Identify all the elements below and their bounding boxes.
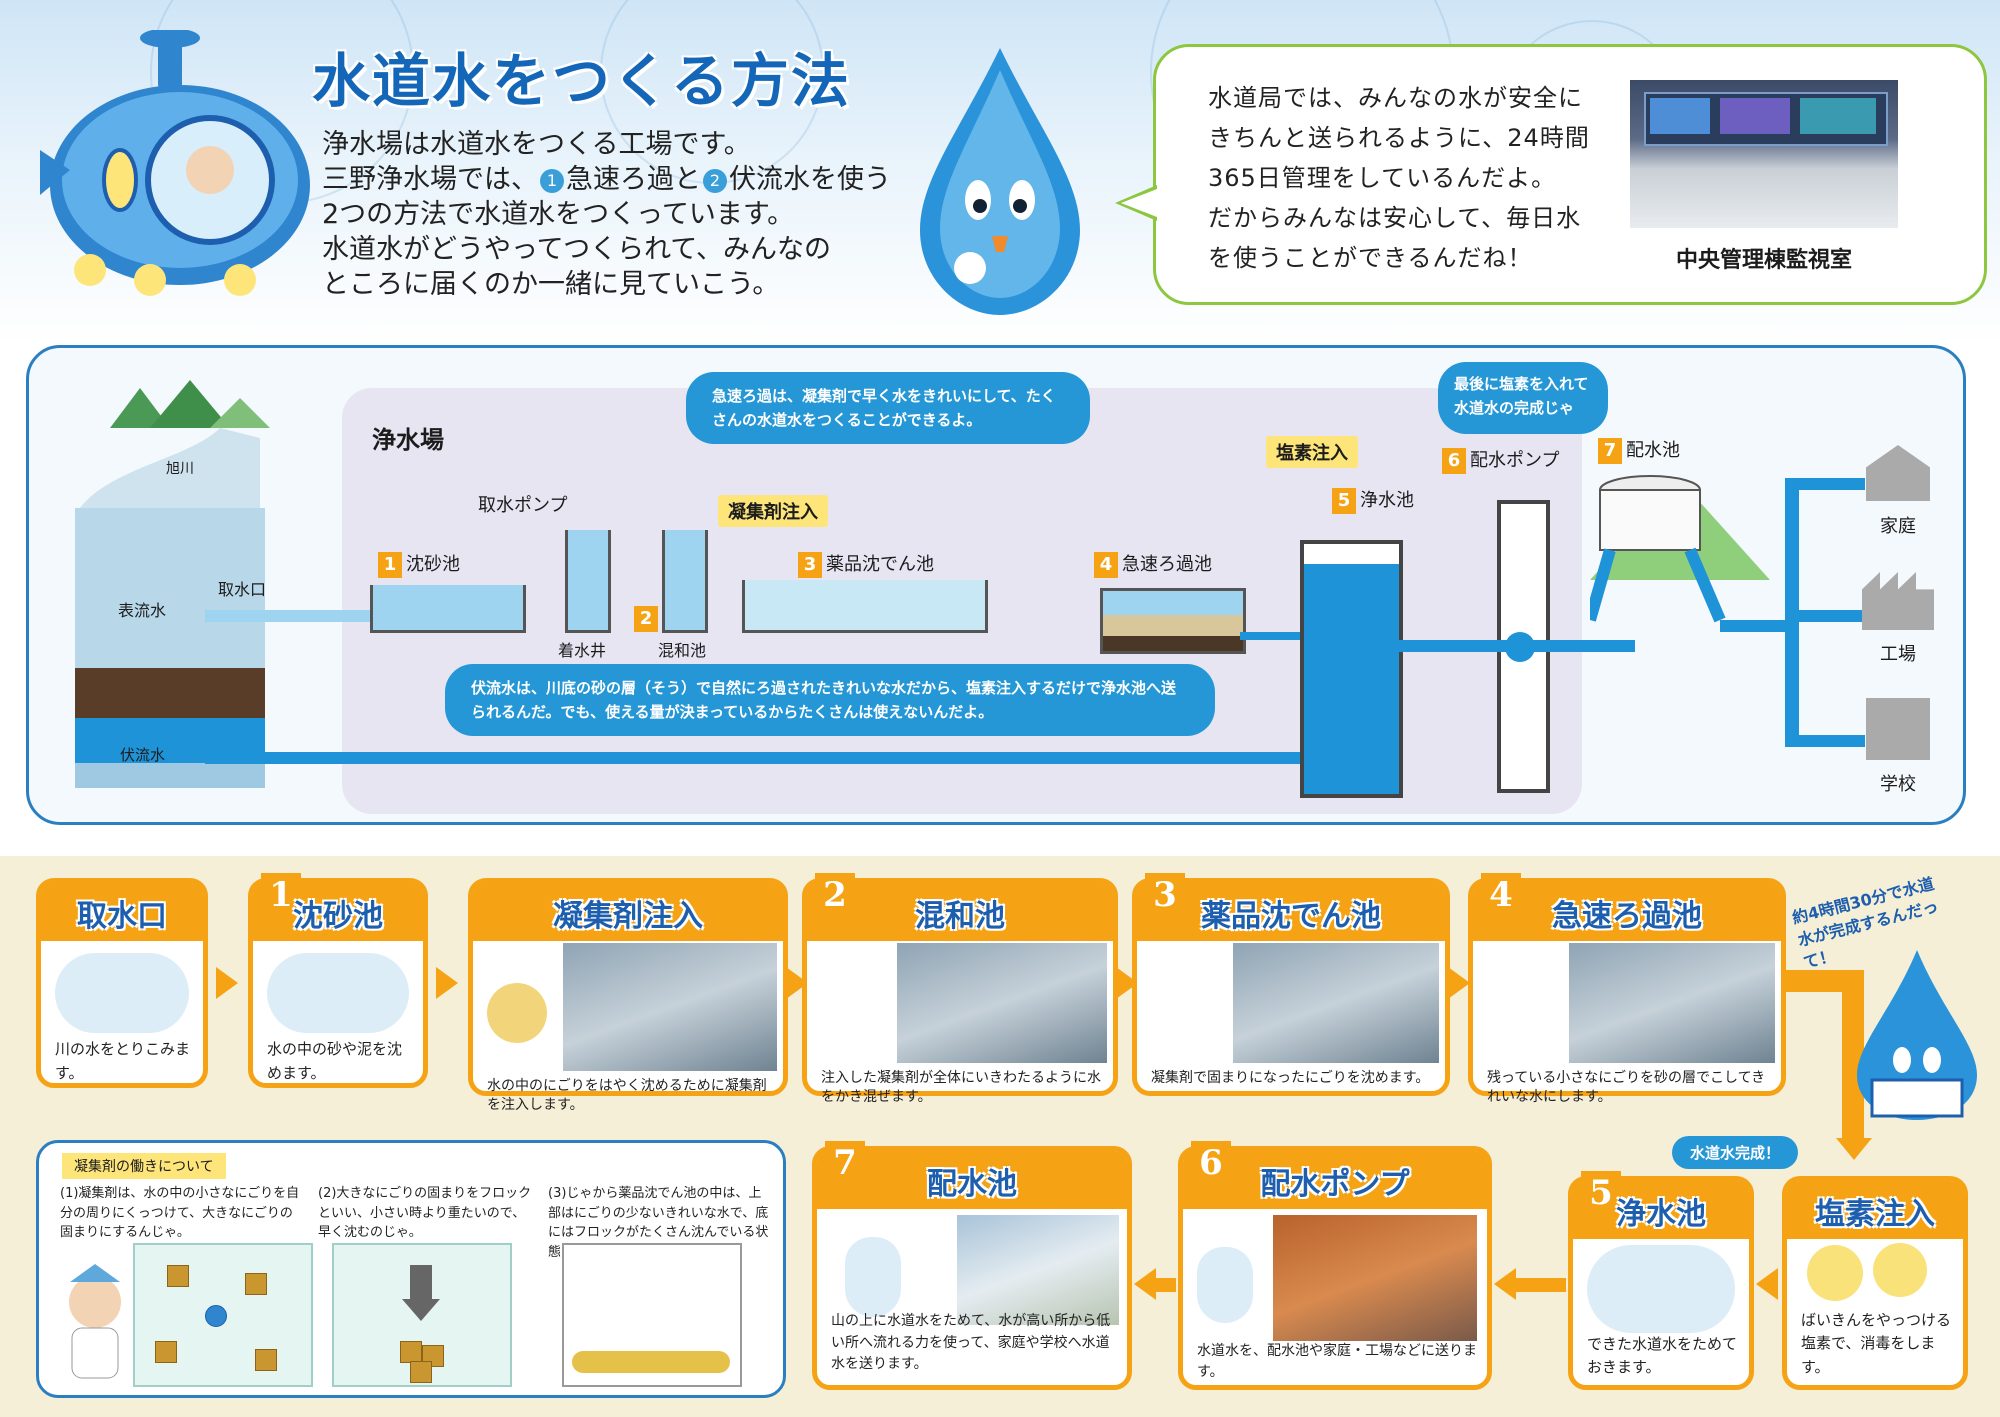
coagulant-diagram-panel-1 bbox=[133, 1243, 313, 1387]
submarine-mascot-illustration bbox=[40, 30, 310, 296]
receiving-well-tank bbox=[565, 530, 611, 633]
professor-mascot bbox=[69, 1264, 121, 1379]
coagulant-info-title: 凝集剤の働きについて bbox=[62, 1153, 226, 1179]
speech-line-2: きちんと送られるように、24時間 bbox=[1208, 124, 1590, 152]
chlorine-injection-tag: 塩素注入 bbox=[1266, 436, 1358, 468]
flow-card-distribution-pump: 6 配水ポンプ 水道水を、配水池や家庭・工場などに送ります。 bbox=[1178, 1141, 1492, 1390]
photo-caption: 中央管理棟監視室 bbox=[1675, 248, 1852, 273]
flow-card-sand-basin: 1 沈砂池 水の中の砂や泥を沈めます。 bbox=[248, 873, 428, 1088]
intro-line-3: 2つの方法で水道水をつくっています。 bbox=[322, 199, 795, 230]
intro-line-5: ところに届くのか一緒に見ていこう。 bbox=[322, 269, 780, 300]
rapid-filtration-bubble: 急速ろ過は、凝集剤で早く水をきれいにして、たくさんの水道水をつくることができるよ… bbox=[686, 372, 1090, 444]
page-title: 水道水をつくる方法 bbox=[312, 47, 851, 115]
coagulant-injection-tag: 凝集剤注入 bbox=[718, 495, 828, 527]
flow-card-clear-water: 5 浄水池 できた水道水をためておきます。 bbox=[1568, 1171, 1754, 1390]
flow-arrow bbox=[1448, 967, 1470, 999]
clear-water-tank bbox=[1300, 540, 1403, 798]
surface-water-label: 表流水 bbox=[118, 601, 167, 620]
rapid-filter-tank bbox=[1100, 588, 1246, 654]
flow-card-distribution-reservoir: 7 配水池 山の上に水道水をためて、水が高い所から低い所へ流れる力を使って、家庭… bbox=[812, 1141, 1132, 1390]
speech-line-3: 365日管理をしているんだよ。 bbox=[1208, 164, 1557, 192]
flow-card-chlorine: 塩素注入 ばいきんをやっつける塩素で、消毒をします。 bbox=[1782, 1176, 1968, 1390]
underground-water-bubble: 伏流水は、川底の砂の層（そう）で自然にろ過されたきれいな水だから、塩素注入するだ… bbox=[445, 664, 1215, 736]
chlorine-bubble: 最後に塩素を入れて水道水の完成じゃ bbox=[1438, 362, 1608, 434]
destination-factory-label: 工場 bbox=[1880, 644, 1916, 665]
destination-school-label: 学校 bbox=[1880, 774, 1916, 795]
coagulant-diagram-panel-2 bbox=[332, 1243, 512, 1387]
mixing-basin-diagram-label: 混和池 bbox=[658, 641, 707, 660]
flow-card-coagulant: 凝集剤注入 水の中のにごりをはやく沈めるために凝集剤を注入します。 bbox=[468, 878, 788, 1113]
intake-pump-label: 取水ポンプ bbox=[478, 495, 568, 516]
water-drop-mascot bbox=[920, 48, 1080, 315]
intro-line-4: 水道水がどうやってつくられて、みんなの bbox=[322, 234, 831, 265]
intake-pipe bbox=[205, 610, 370, 622]
method-2-badge: 2 bbox=[703, 169, 727, 193]
coagulant-info-step-2: (2)大きなにごりの固まりをフロックといい、小さい時より重たいので、早く沈むのじ… bbox=[318, 1186, 532, 1240]
flow-arrow bbox=[436, 967, 458, 999]
flow-arrow-left bbox=[1494, 1268, 1516, 1300]
intro-line-1: 浄水場は水道水をつくる工場です。 bbox=[322, 129, 751, 160]
flow-card-intake: 取水口 川の水をとりこみます。 bbox=[36, 878, 208, 1088]
speech-line-4: だからみんなは安心して、毎日水 bbox=[1208, 204, 1582, 232]
flow-arrow-down bbox=[1836, 1138, 1872, 1160]
speech-line-1: 水道局では、みんなの水が安全に bbox=[1208, 84, 1583, 112]
flow-arrow-left bbox=[1756, 1268, 1778, 1300]
flow-card-mixing: 2 混和池 注入した凝集剤が全体にいきわたるように水をかき混ぜます。 bbox=[802, 873, 1118, 1105]
sand-basin-tank bbox=[370, 585, 526, 633]
flow-arrow-left bbox=[1134, 1268, 1156, 1300]
method-1-badge: 1 bbox=[540, 169, 564, 193]
river-name-label: 旭川 bbox=[166, 461, 194, 477]
flow-card-rapid-filter: 4 急速ろ過池 残っている小さなにごりを砂の層でこしてきれいな水にします。 bbox=[1468, 873, 1786, 1105]
intake-label: 取水口 bbox=[218, 580, 267, 599]
underground-water-pipe bbox=[205, 752, 1305, 764]
flow-arrow bbox=[216, 967, 238, 999]
water-drop-reading-mascot bbox=[1857, 950, 1977, 1120]
coagulant-info-step-1: (1)凝集剤は、水の中の小さなにごりを自分の周りにくっつけて、大きなにごりの固ま… bbox=[60, 1186, 300, 1240]
diagram-step-2-label: 2 bbox=[634, 606, 662, 632]
plant-label: 浄水場 bbox=[372, 426, 444, 454]
distribution-reservoir-illustration bbox=[1590, 475, 1770, 623]
underground-water-label: 伏流水 bbox=[120, 746, 166, 764]
river-cross-section bbox=[75, 380, 270, 788]
control-room-photo bbox=[1630, 80, 1898, 228]
school-icon bbox=[1866, 698, 1930, 760]
speech-line-5: を使うことができるんだね！ bbox=[1208, 244, 1533, 272]
destination-home-label: 家庭 bbox=[1880, 516, 1916, 537]
mixing-basin-tank bbox=[662, 530, 708, 633]
flow-card-sedimentation: 3 薬品沈でん池 凝集剤で固まりになったにごりを沈めます。 bbox=[1132, 873, 1450, 1096]
sedimentation-tank bbox=[742, 580, 988, 633]
receiving-well-label: 着水井 bbox=[558, 641, 607, 660]
completion-badge: 水道水完成！ bbox=[1672, 1136, 1799, 1169]
coagulant-diagram-panel-3 bbox=[562, 1243, 742, 1387]
